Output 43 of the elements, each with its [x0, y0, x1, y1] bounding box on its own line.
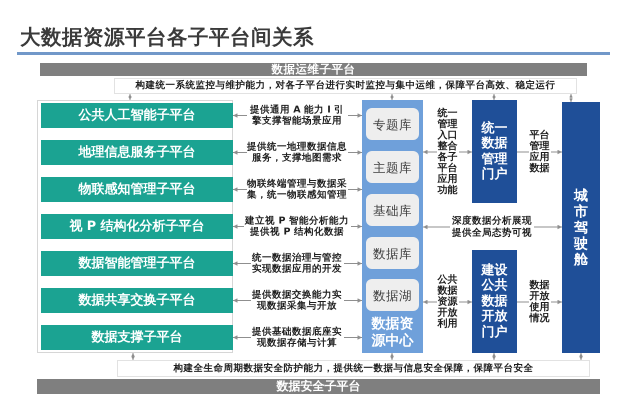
connector-arrow	[390, 352, 394, 360]
edge-label: 物联终端管理与数据采集，统一物联感知管理	[246, 178, 348, 201]
library-box: 数据湖	[366, 279, 419, 311]
portal-box: 统一数据管理门户	[472, 100, 517, 203]
cockpit-box: 城市驾驶舱	[562, 102, 600, 353]
center-title: 数据资源中心	[370, 316, 415, 350]
description-box: 构建全生命周期数据安全防护能力，提供统一数据与信息安全保障，保障平台安全	[117, 360, 590, 377]
platform-band: 数据运维子平台	[40, 63, 587, 76]
edge-label: 提供数据交换能力实现数据采集与开放	[250, 289, 344, 312]
library-box: 主题库	[366, 151, 419, 183]
connector-arrow	[131, 352, 135, 360]
subplatform-box: 数据支撑子平台	[41, 325, 233, 350]
edge-label: 提供基础数据底座实现数据存储与计算	[250, 326, 344, 349]
edge-label: 深度数据分析展现提供全局态势可视	[450, 216, 534, 238]
portal-box: 建设公共数据开放门户	[472, 250, 517, 353]
subplatform-box: 数据智能管理子平台	[41, 251, 233, 276]
subplatform-box: 物联感知管理子平台	[41, 177, 233, 202]
connector-arrow	[128, 94, 132, 100]
edge-label: 数据开放使用情况	[528, 280, 550, 324]
page-title: 大数据资源平台各子平台间关系	[20, 24, 314, 51]
connector-arrow	[492, 94, 496, 100]
edge-label: 平台管理应用数据	[528, 130, 550, 174]
library-box: 数据库	[366, 237, 419, 269]
subplatform-box: 公共人工智能子平台	[41, 103, 233, 128]
subplatform-box: 视 P 结构化分析子平台	[41, 214, 233, 239]
edge-label: 建立视 P 智能分析能力提供视 P 结构化数据	[244, 215, 350, 238]
edge-label: 提供通用 A 能力 I 引擎支撑智能场景应用	[246, 104, 348, 127]
subplatform-box: 数据共享交换子平台	[41, 288, 233, 313]
connector-arrow	[569, 94, 573, 102]
subplatform-box: 地理信息服务子平台	[41, 140, 233, 165]
edge-label: 统一管理入口整合各子平台应用功能	[436, 108, 458, 196]
library-box: 基础库	[366, 194, 419, 226]
edge-label: 统一数据治理与管控实现数据应用的开发	[250, 252, 344, 275]
description-box: 构建统一系统监控与维护能力，对各子平台进行实时监控与集中运维，保障平台高效、稳定运行	[114, 78, 577, 94]
connector-arrow	[492, 352, 496, 360]
connector-arrow	[390, 94, 394, 100]
edge-label: 公共数据资源开放利用	[436, 274, 458, 330]
platform-band: 数据安全子平台	[37, 379, 600, 394]
edge-label: 提供统一地理数据信息服务，支撑地图需求	[246, 141, 348, 164]
panel-frame	[37, 100, 233, 353]
resource-center-panel	[362, 100, 423, 353]
library-box: 专题库	[366, 108, 419, 140]
connector-arrow	[579, 352, 583, 360]
